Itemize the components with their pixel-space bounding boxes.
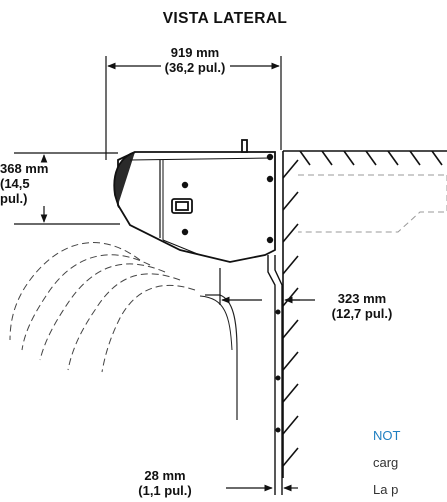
mounting-post	[267, 255, 283, 495]
height-mm: 368 mm	[0, 161, 49, 176]
clearance-label: 323 mm (12,7 pul.)	[312, 291, 412, 321]
wall-hatch	[282, 151, 299, 478]
depth-label: 28 mm (1,1 pul.)	[115, 468, 215, 498]
height-in: (14,5 pul.)	[0, 176, 30, 206]
note-line-1: carg	[373, 455, 399, 470]
door-opening-outline	[298, 174, 447, 233]
depth-in: (1,1 pul.)	[138, 483, 192, 498]
clearance-mm: 323 mm	[337, 291, 387, 306]
clearance-in: (12,7 pul.)	[331, 306, 393, 321]
width-in: (36,2 pul.)	[164, 60, 226, 75]
diagram-title: VISTA LATERAL	[162, 10, 288, 27]
dimension-width	[105, 56, 282, 160]
air-curtain-unit	[113, 139, 276, 263]
depth-mm: 28 mm	[144, 468, 186, 483]
airflow-lines	[9, 242, 196, 373]
width-label: 919 mm (36,2 pul.)	[120, 45, 270, 75]
airflow-outer-line-2	[199, 295, 233, 351]
note-line-2: La p	[373, 482, 399, 497]
airflow-outer-line	[205, 294, 238, 420]
dimension-height	[14, 152, 120, 225]
height-label: 368 mm (14,5 pul.)	[0, 161, 54, 206]
dimension-clearance	[219, 268, 315, 305]
note-heading: NOT	[373, 428, 401, 443]
ceiling-hatch	[283, 150, 447, 166]
width-mm: 919 mm	[170, 45, 220, 60]
